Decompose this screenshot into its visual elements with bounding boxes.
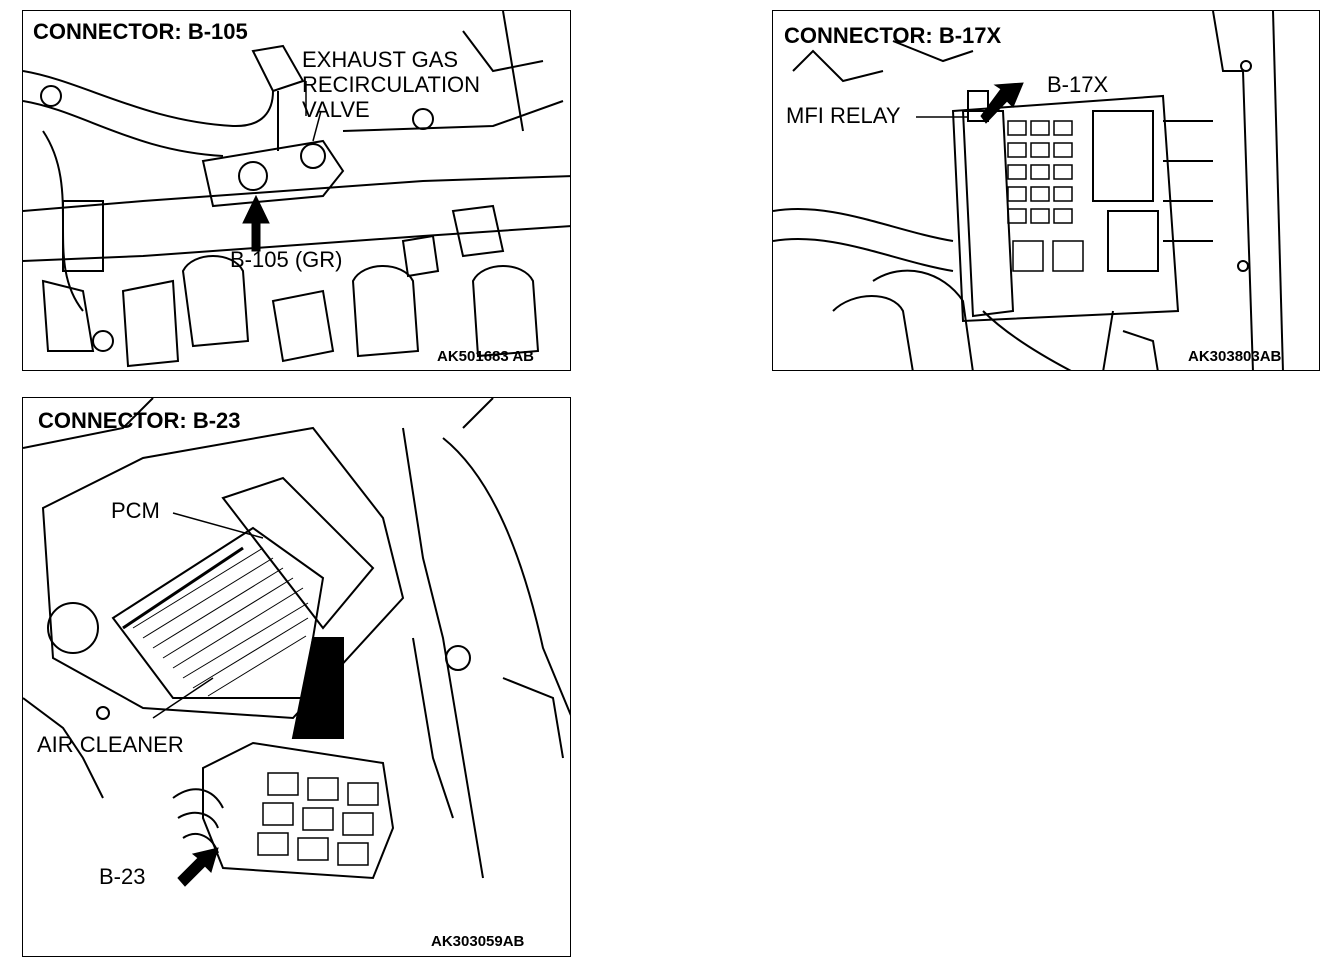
connector-label: B-17X bbox=[1047, 72, 1109, 97]
connector-label: B-23 bbox=[99, 864, 146, 889]
panel-title: CONNECTOR: B-17X bbox=[784, 23, 1002, 48]
relay-box-illustration bbox=[773, 11, 1284, 370]
egr-valve-illustration bbox=[23, 11, 570, 368]
air-cleaner-label: AIR CLEANER bbox=[37, 732, 184, 757]
panel-b105: CONNECTOR: B-105 EXHAUST GAS RECIRCULATI… bbox=[22, 10, 571, 371]
connector-label: B-105 (GR) bbox=[230, 247, 343, 272]
pcm-air-cleaner-illustration bbox=[23, 398, 570, 887]
figure-code: AK501683 AB bbox=[437, 348, 534, 365]
figure-code: AK303803AB bbox=[1188, 348, 1282, 365]
pcm-label: PCM bbox=[111, 498, 160, 523]
relay-label: MFI RELAY bbox=[786, 103, 901, 128]
figure-code: AK303059AB bbox=[431, 933, 525, 950]
panel-b23: CONNECTOR: B-23 PCM AIR CLEANER B-23 AK3… bbox=[22, 397, 571, 957]
component-label-line1: EXHAUST GAS bbox=[302, 47, 459, 72]
panel-b17x: CONNECTOR: B-17X B-17X MFI RELAY AK30380… bbox=[772, 10, 1320, 371]
panel-title: CONNECTOR: B-105 bbox=[33, 19, 248, 44]
component-label-line3: VALVE bbox=[302, 97, 370, 122]
component-label-line2: RECIRCULATION bbox=[302, 72, 481, 97]
panel-title: CONNECTOR: B-23 bbox=[38, 408, 241, 433]
